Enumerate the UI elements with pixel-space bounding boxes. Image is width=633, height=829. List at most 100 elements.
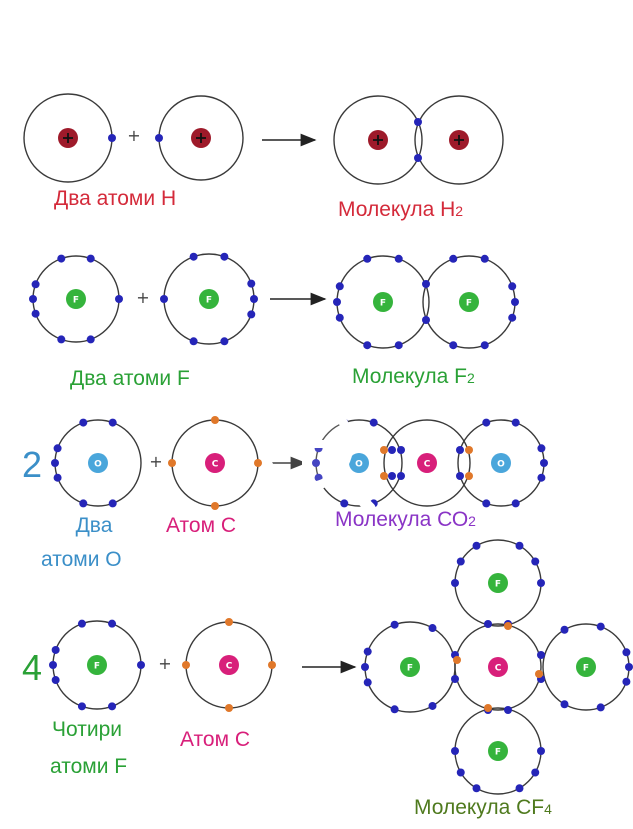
- electron: [515, 784, 524, 793]
- electron: [189, 252, 198, 261]
- electron: [29, 295, 37, 303]
- electron: [31, 280, 40, 289]
- f-nucleus-letter: F: [206, 296, 212, 306]
- electron: [511, 418, 520, 427]
- electron: [335, 313, 344, 322]
- electron: [537, 444, 546, 453]
- electron: [504, 706, 512, 714]
- f-nucleus: [400, 657, 420, 677]
- electron: [414, 118, 422, 126]
- label-four-f-line1: Чотири: [52, 718, 122, 741]
- electron: [254, 459, 262, 467]
- f-nucleus-letter: F: [495, 580, 501, 590]
- electron-shell: [333, 95, 423, 185]
- electron: [168, 459, 176, 467]
- c-nucleus: [219, 655, 239, 675]
- electron: [380, 446, 388, 454]
- electron: [250, 295, 258, 303]
- electron: [428, 624, 437, 633]
- electron: [211, 416, 219, 424]
- electron: [397, 472, 405, 480]
- electron: [622, 677, 631, 686]
- electron: [422, 316, 430, 324]
- f-nucleus-letter: F: [495, 748, 501, 758]
- electron: [53, 473, 62, 482]
- electron: [472, 541, 481, 550]
- label-two-h-atoms: Два атоми Н: [54, 187, 177, 210]
- f-nucleus: [199, 289, 219, 309]
- f-nucleus-letter: F: [94, 662, 100, 672]
- electron: [108, 499, 117, 508]
- electron: [388, 472, 396, 480]
- f-nucleus: [488, 573, 508, 593]
- electron: [57, 254, 66, 263]
- electron: [456, 768, 465, 777]
- label-c-atom-row3: Атом С: [166, 514, 237, 537]
- electron: [380, 472, 388, 480]
- electron: [394, 341, 403, 350]
- electron: [211, 502, 219, 510]
- f-nucleus-letter: F: [583, 664, 589, 674]
- o-nucleus-letter: O: [497, 460, 505, 470]
- o-nucleus: [349, 453, 369, 473]
- electron: [480, 341, 489, 350]
- f-nucleus-letter: F: [73, 296, 79, 306]
- electron: [247, 310, 256, 319]
- electron: [397, 446, 405, 454]
- electron: [394, 254, 403, 263]
- electron: [465, 446, 473, 454]
- f-nucleus: [459, 292, 479, 312]
- f-nucleus: [373, 292, 393, 312]
- plus-operator: +: [127, 126, 140, 145]
- electron: [388, 446, 396, 454]
- electron: [361, 663, 369, 671]
- o-nucleus: [88, 453, 108, 473]
- electron: [220, 252, 229, 261]
- electron: [108, 134, 116, 142]
- electron: [456, 446, 464, 454]
- f-nucleus: [87, 655, 107, 675]
- electron: [453, 656, 461, 664]
- c-nucleus-letter: C: [226, 662, 233, 672]
- electron: [531, 768, 540, 777]
- electron: [537, 651, 545, 659]
- electron: [472, 784, 481, 793]
- electron: [225, 704, 233, 712]
- electron: [189, 337, 198, 346]
- electron: [504, 622, 512, 630]
- electron: [537, 747, 545, 755]
- electron: [160, 295, 168, 303]
- magnifier-handle[interactable]: [331, 469, 376, 514]
- c-nucleus-letter: C: [495, 664, 502, 674]
- coefficient-2: 2: [22, 444, 43, 485]
- electron: [220, 337, 229, 346]
- electron: [335, 282, 344, 291]
- label-four-f-line2: атоми F: [50, 755, 128, 778]
- electron: [428, 701, 437, 710]
- electron: [449, 341, 458, 350]
- electron: [508, 282, 517, 291]
- electron: [363, 678, 372, 687]
- electron: [414, 154, 422, 162]
- electron: [155, 134, 163, 142]
- zoom-in-magnifier-icon[interactable]: [258, 396, 376, 514]
- electron: [451, 675, 459, 683]
- electron: [57, 335, 66, 344]
- electron: [31, 309, 40, 318]
- c-nucleus-letter: C: [212, 460, 219, 470]
- label-two-o-line2: атоми О: [41, 548, 122, 571]
- electron: [511, 298, 519, 306]
- electron: [51, 676, 60, 685]
- f-nucleus: [66, 289, 86, 309]
- c-nucleus: [488, 657, 508, 677]
- electron: [314, 473, 323, 482]
- label-h2-molecule: Молекула Н2: [338, 198, 464, 221]
- electron: [86, 254, 95, 263]
- f-nucleus-letter: F: [380, 299, 386, 309]
- f-nucleus-letter: F: [466, 299, 472, 309]
- electron: [86, 335, 95, 344]
- electron-shell: [414, 95, 504, 185]
- o-nucleus-letter: O: [94, 460, 102, 470]
- electron: [182, 661, 190, 669]
